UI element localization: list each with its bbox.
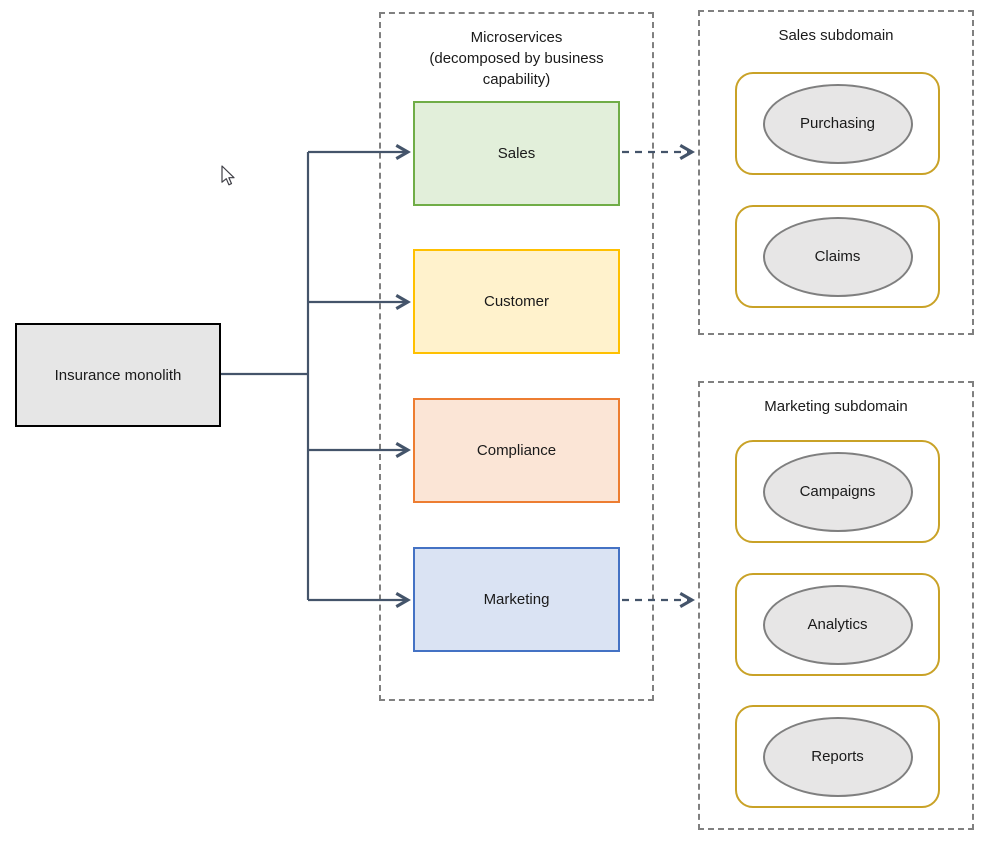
ellipse-analytics: Analytics (762, 584, 913, 665)
service-box-sales[interactable]: Sales (413, 101, 620, 206)
purchasing-label: Purchasing (799, 115, 876, 132)
microservices-title: Microservices (decomposed by business ca… (429, 29, 604, 88)
service-box-sales-label: Sales (497, 145, 536, 162)
sales-subdomain-container: Sales subdomain Purchasing Claims (698, 10, 974, 335)
ellipse-claims: Claims (762, 216, 913, 297)
mouse-cursor-icon (221, 165, 235, 186)
service-box-marketing-label: Marketing (483, 591, 550, 608)
ellipse-campaigns: Campaigns (762, 451, 913, 532)
service-box-customer[interactable]: Customer (413, 249, 620, 354)
sales-subdomain-title: Sales subdomain (778, 27, 894, 44)
card-reports[interactable]: Reports (735, 705, 940, 808)
campaigns-label: Campaigns (799, 483, 876, 500)
marketing-subdomain-container: Marketing subdomain Campaigns Analytics … (698, 381, 974, 830)
service-box-customer-label: Customer (483, 293, 550, 310)
marketing-subdomain-title: Marketing subdomain (764, 398, 908, 415)
card-purchasing[interactable]: Purchasing (735, 72, 940, 175)
service-box-marketing[interactable]: Marketing (413, 547, 620, 652)
service-box-compliance[interactable]: Compliance (413, 398, 620, 503)
card-claims[interactable]: Claims (735, 205, 940, 308)
reports-label: Reports (811, 748, 864, 765)
claims-label: Claims (814, 248, 861, 265)
card-campaigns[interactable]: Campaigns (735, 440, 940, 543)
analytics-label: Analytics (807, 616, 868, 633)
ellipse-purchasing: Purchasing (762, 83, 913, 164)
ellipse-reports: Reports (762, 716, 913, 797)
insurance-monolith-box[interactable]: Insurance monolith (15, 323, 221, 427)
card-analytics[interactable]: Analytics (735, 573, 940, 676)
insurance-monolith-label: Insurance monolith (54, 366, 182, 384)
service-box-compliance-label: Compliance (476, 442, 557, 459)
microservices-container: Microservices (decomposed by business ca… (379, 12, 654, 701)
